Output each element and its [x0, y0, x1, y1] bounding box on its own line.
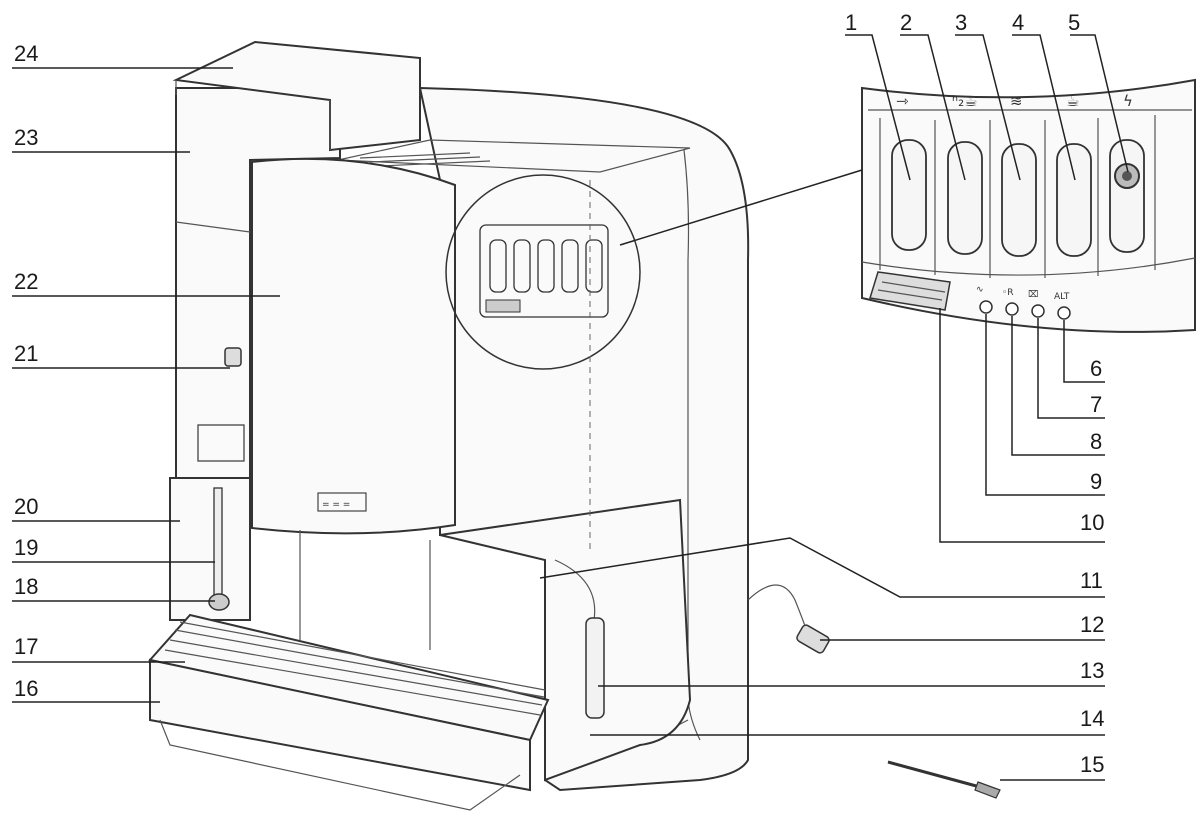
icon-mild: ≋: [1010, 92, 1023, 110]
steam-pipe: [213, 487, 223, 597]
grind-dial[interactable]: [869, 271, 951, 311]
label-5: 5: [1068, 10, 1080, 35]
label-6: 6: [1090, 356, 1102, 381]
coffee-outlet: [317, 492, 367, 512]
leader-lines: [12, 34, 1129, 781]
label-15: 15: [1080, 752, 1104, 777]
coffee-button[interactable]: [1056, 143, 1092, 257]
label-1: 1: [845, 10, 857, 35]
power-plug: [796, 624, 830, 654]
label-20: 20: [14, 494, 38, 519]
label-3: 3: [955, 10, 967, 35]
label-9: 9: [1090, 469, 1102, 494]
label-11: 11: [1080, 568, 1103, 593]
control-panel-detail: ⇾ ʰ₂☕ ≋ ☕ ϟ ∿ ◦R ⌧ ALT: [861, 78, 1196, 333]
drip-tray: [148, 613, 550, 811]
label-12: 12: [1080, 612, 1104, 637]
icon-coffee-cup: ☕: [1066, 92, 1079, 110]
led-label-4: ALT: [1054, 292, 1070, 302]
machine-body: = = =: [148, 40, 1001, 811]
power-button[interactable]: [1109, 139, 1145, 253]
label-24: 24: [14, 41, 38, 66]
led-label-3: ⌧: [1028, 290, 1038, 300]
hot-water-button[interactable]: [947, 141, 983, 255]
led-label-1: ∿: [976, 285, 984, 295]
led-label-2: ◦R: [1002, 288, 1014, 298]
icon-steam: ⇾: [896, 92, 909, 110]
steam-button[interactable]: [891, 139, 927, 251]
indicator-led-6: [1057, 306, 1071, 320]
indicator-led-7: [1031, 304, 1045, 318]
steam-nozzle: [208, 593, 230, 611]
svg-text:= = =: = = =: [322, 500, 350, 510]
front-door-panel: [251, 157, 456, 535]
mild-coffee-button[interactable]: [1001, 143, 1037, 257]
panel-magnifier-circle: [445, 174, 641, 370]
label-17: 17: [14, 634, 38, 659]
water-level-tube: [585, 617, 605, 719]
callout-labels: 1 2 3 4 5 6 7 8 9 10 11 12 13 14 15 16 1…: [14, 10, 1104, 777]
label-8: 8: [1090, 429, 1102, 454]
label-4: 4: [1012, 10, 1024, 35]
cleaning-brush: [887, 760, 981, 789]
rotary-knob-21: [224, 347, 242, 367]
side-window: [197, 424, 245, 462]
label-14: 14: [1080, 706, 1104, 731]
indicator-led-9: [979, 300, 993, 314]
label-16: 16: [14, 676, 38, 701]
label-13: 13: [1080, 658, 1104, 683]
label-2: 2: [900, 10, 912, 35]
top-vent-grille: [337, 139, 691, 173]
icon-power: ϟ: [1123, 92, 1133, 110]
indicator-led-8: [1005, 302, 1019, 316]
label-10: 10: [1080, 510, 1104, 535]
label-7: 7: [1090, 392, 1102, 417]
label-19: 19: [14, 535, 38, 560]
label-22: 22: [14, 269, 38, 294]
icon-hot-water: ʰ₂☕: [952, 92, 978, 110]
label-21: 21: [14, 341, 38, 366]
label-18: 18: [14, 574, 38, 599]
label-23: 23: [14, 125, 38, 150]
